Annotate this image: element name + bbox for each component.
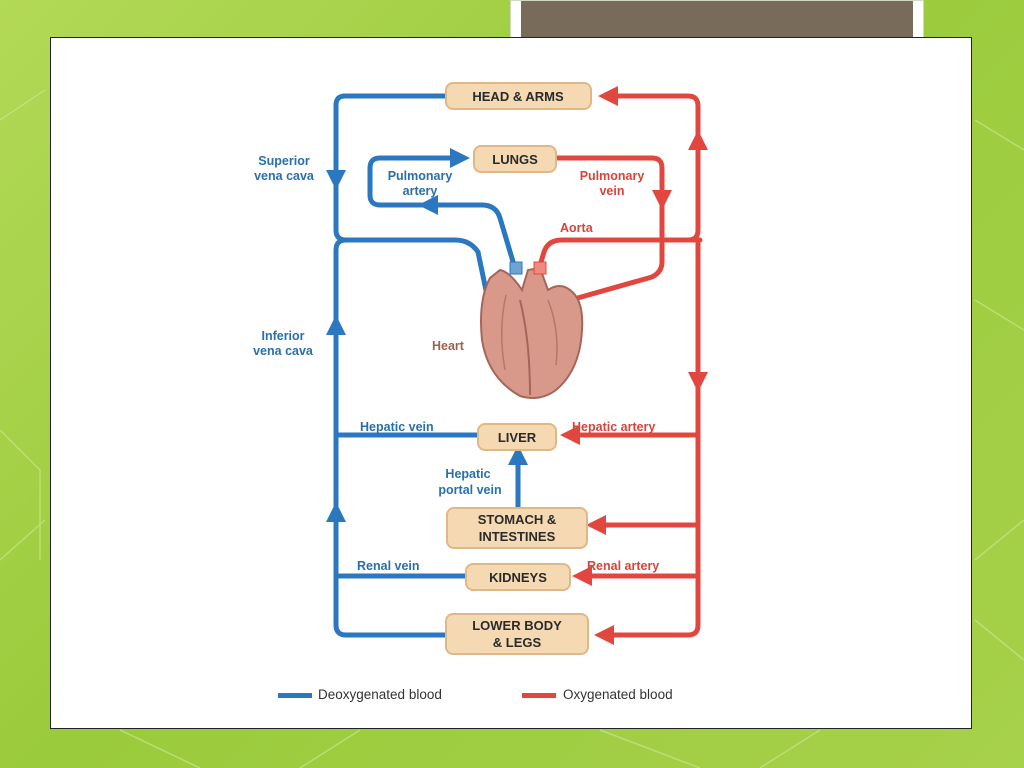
pulmonary-vein-path [550, 155, 665, 310]
pulmonary-artery-path [367, 148, 517, 268]
descending-aorta-path [594, 237, 701, 645]
svg-text:& LEGS: & LEGS [493, 635, 542, 650]
label-hepatic-artery: Hepatic artery [572, 420, 655, 434]
legend: Deoxygenated blood Oxygenated blood [278, 687, 673, 702]
label-aorta: Aorta [560, 221, 594, 235]
organ-lower-body-legs: LOWER BODY & LEGS [445, 613, 589, 655]
legend-swatch-oxygenated [522, 693, 556, 698]
aorta-path [535, 237, 703, 275]
organ-head-arms: HEAD & ARMS [445, 82, 592, 110]
inferior-vena-cava-path [333, 237, 449, 638]
organ-kidneys: KIDNEYS [465, 563, 571, 591]
label-renal-artery: Renal artery [587, 559, 659, 573]
svg-text:KIDNEYS: KIDNEYS [489, 570, 547, 585]
legend-label-deoxygenated: Deoxygenated blood [318, 687, 442, 702]
label-pulmonary-vein-2: vein [599, 184, 624, 198]
svg-text:LOWER BODY: LOWER BODY [472, 618, 562, 633]
aorta-head-path [597, 86, 701, 243]
label-renal-vein: Renal vein [357, 559, 420, 573]
label-hepatic-portal-vein-2: portal vein [438, 483, 501, 497]
label-inferior-vena-cava-2: vena cava [253, 344, 314, 358]
svg-text:INTESTINES: INTESTINES [479, 529, 556, 544]
svg-text:STOMACH &: STOMACH & [478, 512, 556, 527]
oxygenated-vessels [535, 86, 708, 645]
label-hepatic-portal-vein-1: Hepatic [445, 467, 490, 481]
legend-swatch-deoxygenated [278, 693, 312, 698]
organ-stomach-intestines: STOMACH & INTESTINES [446, 507, 588, 549]
label-pulmonary-vein-1: Pulmonary [580, 169, 645, 183]
label-pulmonary-artery-1: Pulmonary [388, 169, 453, 183]
label-superior-vena-cava-1: Superior [258, 154, 310, 168]
svg-text:LIVER: LIVER [498, 430, 537, 445]
svg-text:HEAD & ARMS: HEAD & ARMS [472, 89, 564, 104]
label-inferior-vena-cava-1: Inferior [261, 329, 304, 343]
label-hepatic-vein: Hepatic vein [360, 420, 434, 434]
svg-text:LUNGS: LUNGS [492, 152, 538, 167]
organ-liver: LIVER [477, 423, 557, 451]
label-superior-vena-cava-2: vena cava [254, 169, 315, 183]
deoxygenated-vessels [326, 93, 528, 638]
heart-illustration [480, 261, 584, 399]
label-heart: Heart [432, 339, 465, 353]
label-pulmonary-artery-2: artery [403, 184, 438, 198]
legend-label-oxygenated: Oxygenated blood [563, 687, 673, 702]
organ-lungs: LUNGS [473, 145, 557, 173]
superior-vena-cava-path [333, 93, 491, 303]
panel-top-mask [520, 50, 778, 70]
